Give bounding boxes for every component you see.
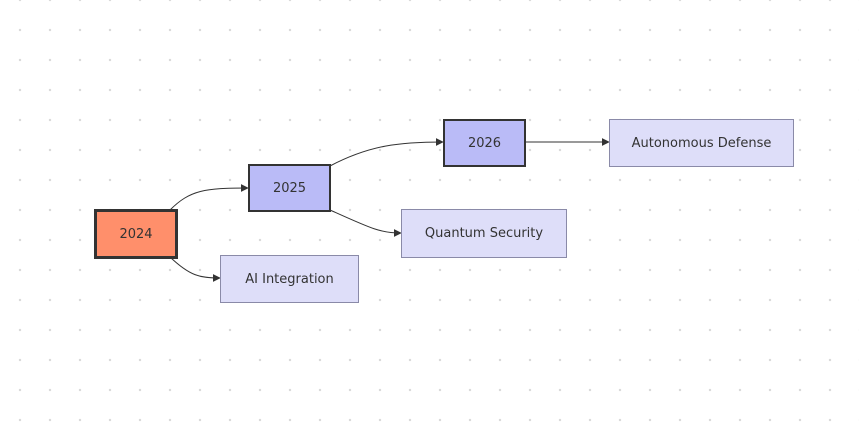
node-ai-integration[interactable]: AI Integration [220,255,359,303]
node-autonomous-defense[interactable]: Autonomous Defense [609,119,794,167]
edge-2024-to-ai-integration [169,256,221,282]
node-2024[interactable]: 2024 [94,209,178,259]
node-autonomous-defense-label: Autonomous Defense [631,135,772,151]
node-2026-label: 2026 [467,135,502,151]
node-2025[interactable]: 2025 [248,164,331,212]
edge-2024-to-2025 [169,184,249,211]
node-2025-label: 2025 [272,180,307,196]
node-quantum-security-label: Quantum Security [424,226,544,241]
node-ai-integration-label: AI Integration [245,271,334,287]
node-2024-label: 2024 [119,226,153,242]
edge-2025-to-quantum-security [329,209,402,237]
edge-2025-to-2026 [329,138,444,167]
node-2026[interactable]: 2026 [443,119,526,167]
node-quantum-security[interactable]: Quantum Security [401,209,567,258]
